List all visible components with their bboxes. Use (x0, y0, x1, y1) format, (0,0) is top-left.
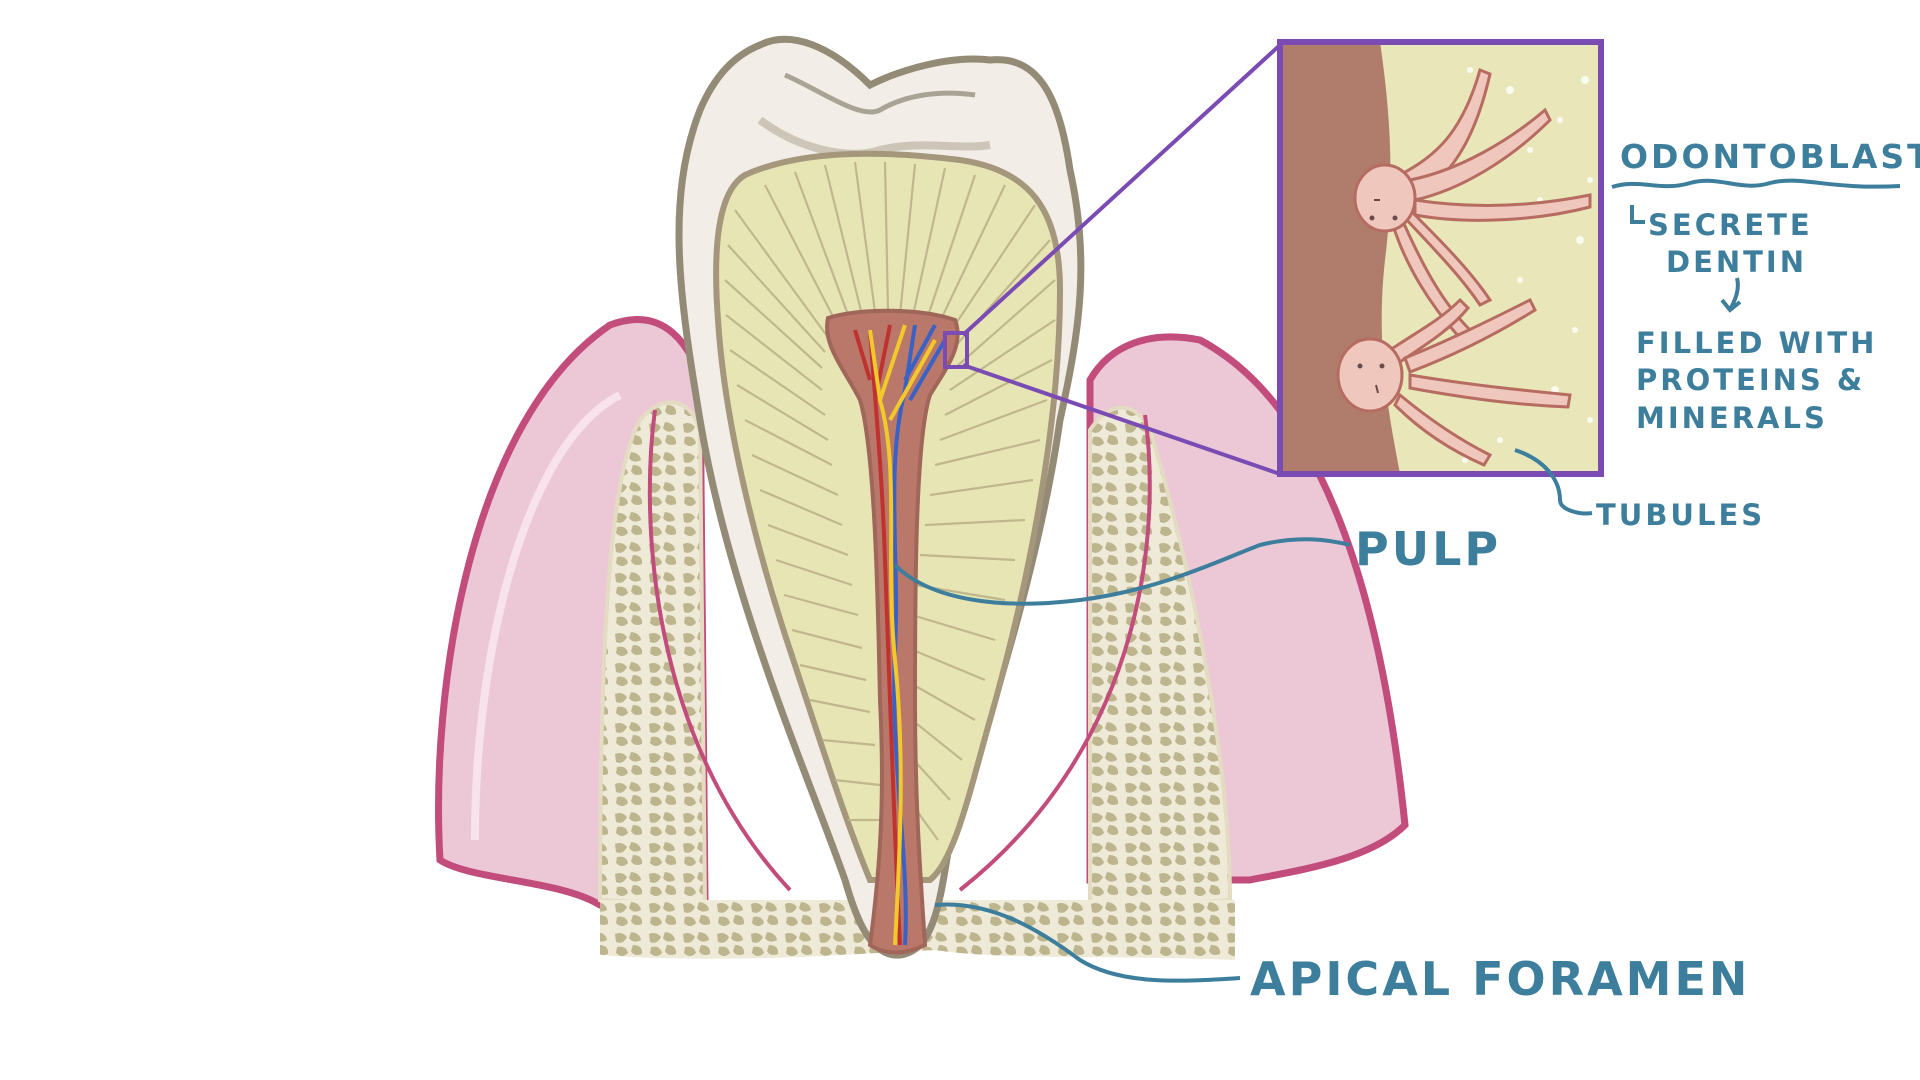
label-apical-foramen: APICAL FORAMEN (1250, 952, 1750, 1006)
tubules-leader (1514, 448, 1593, 516)
arrow-down (1720, 277, 1742, 313)
secrete-bracket (1630, 205, 1645, 224)
apical-leader (934, 902, 1241, 983)
label-minerals: MINERALS (1636, 401, 1828, 435)
odontoblasts-underline (1611, 178, 1901, 189)
zoom-source-box (943, 331, 969, 369)
leader-lines (893, 178, 1901, 983)
label-dentin: DENTIN (1666, 245, 1807, 279)
pulp-leader (893, 537, 1351, 606)
label-pulp: PULP (1355, 522, 1501, 576)
label-proteins: PROTEINS & (1636, 363, 1865, 397)
tooth (675, 35, 1085, 959)
label-filled-with: FILLED WITH (1636, 326, 1877, 360)
odontoblast-cell (1336, 297, 1572, 467)
inset-frame (1277, 39, 1604, 477)
zoom-callout (943, 43, 1282, 476)
inset-panel (1277, 39, 1604, 477)
nerve (868, 324, 937, 946)
label-secrete: SECRETE (1648, 208, 1813, 242)
label-odontoblasts: ODONTOBLASTS (1620, 137, 1920, 176)
label-tubules: TUBULES (1596, 498, 1765, 532)
